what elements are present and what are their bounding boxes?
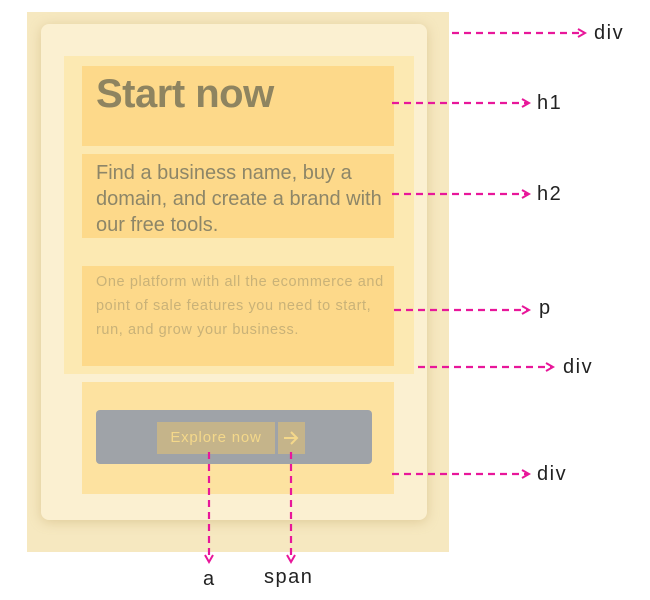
label-a: a — [203, 568, 216, 590]
label-h1: h1 — [537, 92, 563, 114]
label-content-div: div — [563, 356, 594, 378]
arrow-right-icon — [284, 431, 299, 445]
h1-highlight — [82, 66, 394, 146]
paragraph-text: One platform with all the ecommerce and … — [96, 274, 384, 338]
label-outer-div: div — [594, 22, 625, 44]
explore-link[interactable]: Explore now — [157, 422, 275, 454]
h2-highlight — [82, 154, 394, 238]
arrow-span[interactable] — [278, 422, 305, 454]
label-button-div: div — [537, 463, 568, 485]
label-p: p — [539, 297, 552, 319]
p-highlight — [82, 266, 394, 366]
label-span: span — [264, 566, 314, 588]
label-h2: h2 — [537, 183, 563, 205]
heading-start-now: Start now — [96, 72, 274, 116]
subheading-text: Find a business name, buy a domain, and … — [96, 162, 382, 236]
